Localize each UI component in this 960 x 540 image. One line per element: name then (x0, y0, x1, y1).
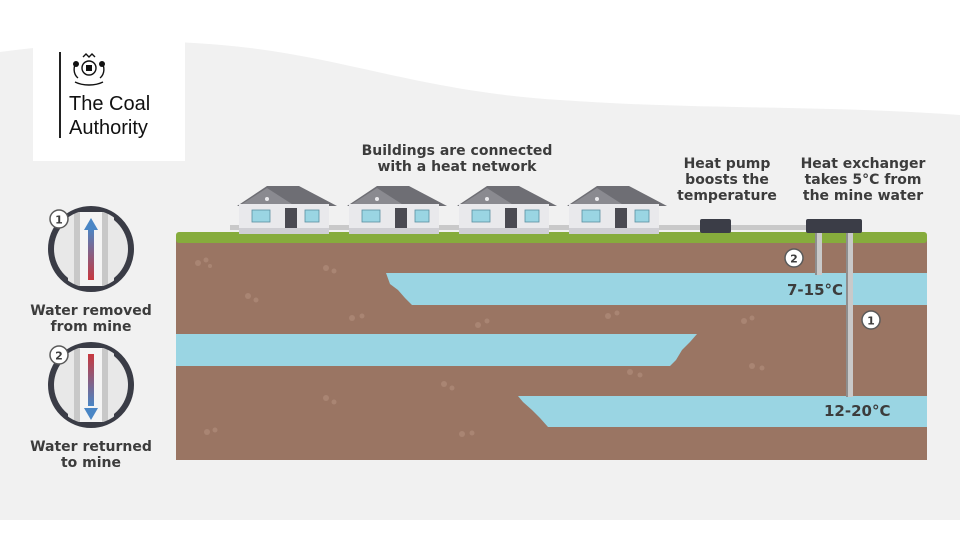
label-heat-pump-line-1: Heat pump (683, 156, 771, 172)
heat-exchanger-unit (806, 219, 862, 233)
grass-strip (176, 232, 927, 243)
logo-wordmark: The Coal Authority (69, 92, 150, 140)
house-4 (567, 186, 667, 234)
legend-circle-returned (48, 342, 134, 428)
badge-extraction-pipe: 1 (861, 310, 881, 330)
house-1 (237, 186, 337, 234)
return-pipe (817, 233, 822, 275)
label-heat-exchanger-line-1: Heat exchanger (800, 156, 926, 172)
logo-line-2: Authority (69, 117, 148, 139)
extraction-pipe (848, 233, 853, 397)
ground-pebbles (195, 257, 765, 437)
label-heat-pump: Heat pump boosts the temperature (671, 156, 783, 204)
legend-label-removed: Water removed from mine (20, 303, 162, 335)
legend-label-returned: Water returned to mine (20, 439, 162, 471)
temperature-lower: 12-20°C (824, 402, 891, 420)
badge-return-pipe-number: 2 (790, 253, 798, 266)
royal-crest-icon (73, 53, 105, 86)
heat-pump-unit (700, 219, 731, 233)
legend-label-removed-line-2: from mine (50, 319, 132, 335)
badge-extraction-pipe-number: 1 (867, 315, 875, 328)
arrow-up-icon (84, 218, 98, 230)
label-heat-pump-line-3: temperature (677, 188, 777, 204)
label-buildings-line-1: Buildings are connected (361, 143, 553, 159)
legend-label-removed-line-1: Water removed (30, 303, 152, 319)
temperature-upper: 7-15°C (787, 281, 844, 299)
badge-legend-1: 1 (49, 209, 69, 229)
badge-legend-2-number: 2 (55, 350, 63, 363)
extraction-pipe-outline (846, 233, 848, 397)
label-heat-exchanger: Heat exchanger takes 5°C from the mine w… (795, 156, 931, 204)
house-2 (347, 186, 447, 234)
coal-authority-logo: The Coal Authority (33, 40, 185, 161)
badge-legend-2: 2 (49, 345, 69, 365)
legend-label-returned-line-2: to mine (60, 455, 122, 471)
houses-row (237, 186, 667, 234)
water-seam-lower (518, 396, 927, 427)
return-pipe-outline (815, 233, 817, 275)
label-heat-exchanger-line-2: takes 5°C from (804, 172, 922, 188)
badge-return-pipe: 2 (784, 248, 804, 268)
arrow-down-icon (84, 408, 98, 420)
label-buildings-line-2: with a heat network (377, 159, 537, 175)
water-seam-upper (386, 273, 927, 305)
logo-divider (59, 52, 61, 138)
badge-legend-1-number: 1 (55, 214, 63, 227)
legend-circle-removed (48, 206, 134, 292)
logo-line-1: The Coal (69, 93, 151, 115)
water-seam-middle (176, 334, 697, 366)
label-heat-exchanger-line-3: the mine water (802, 188, 924, 204)
legend-label-returned-line-1: Water returned (30, 439, 152, 455)
label-buildings: Buildings are connected with a heat netw… (357, 143, 557, 175)
label-heat-pump-line-2: boosts the (685, 172, 769, 188)
house-3 (457, 186, 557, 234)
